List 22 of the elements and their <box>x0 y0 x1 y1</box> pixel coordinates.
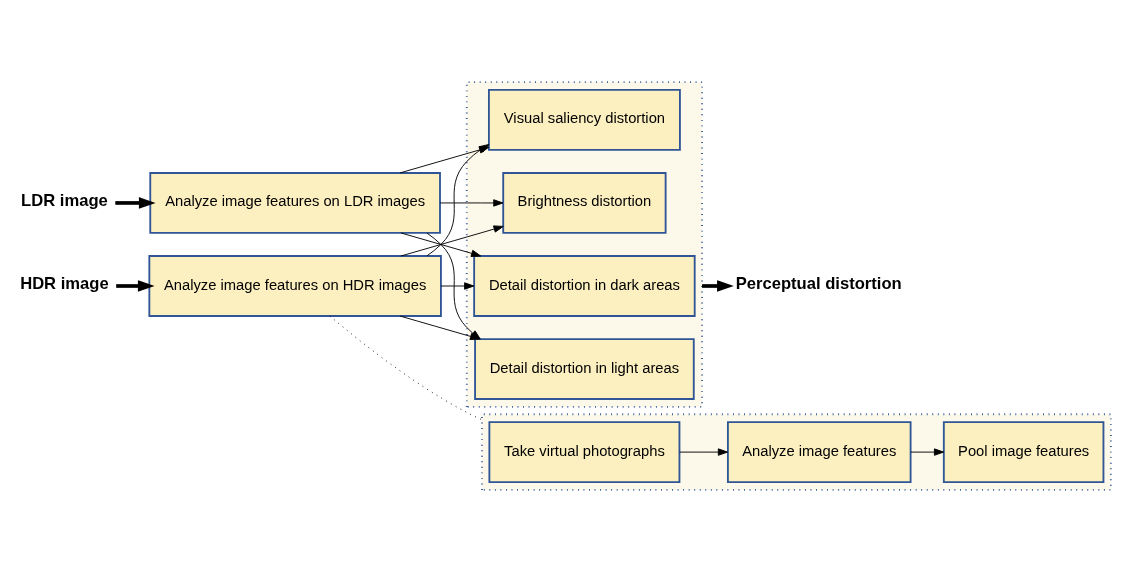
arrow <box>116 279 155 292</box>
node-box: Analyze image features <box>726 420 912 483</box>
node-text: HDR image <box>20 273 109 293</box>
arrow <box>679 447 728 456</box>
arrow <box>400 232 482 257</box>
node-box: Pool image features <box>942 420 1105 483</box>
node-box: Detail distortion in dark areas <box>473 254 696 317</box>
node-text: Perceptual distortion <box>735 273 902 293</box>
node-box: Take virtual photographs <box>488 420 681 483</box>
node-box: Analyze image features on HDR images <box>148 254 442 317</box>
node-box: Visual saliency distortion <box>488 88 681 151</box>
arrow <box>400 224 504 256</box>
arrow <box>439 198 504 207</box>
arrow <box>115 196 156 209</box>
node-text: LDR image <box>21 190 108 210</box>
arrow <box>702 279 734 292</box>
arrow <box>910 447 945 456</box>
node-box: Brightness distortion <box>502 171 667 234</box>
node-box: Analyze image features on LDR images <box>149 171 441 234</box>
arrow <box>440 281 475 290</box>
cluster <box>481 412 1112 491</box>
node-box: Detail distortion in light areas <box>474 337 695 400</box>
